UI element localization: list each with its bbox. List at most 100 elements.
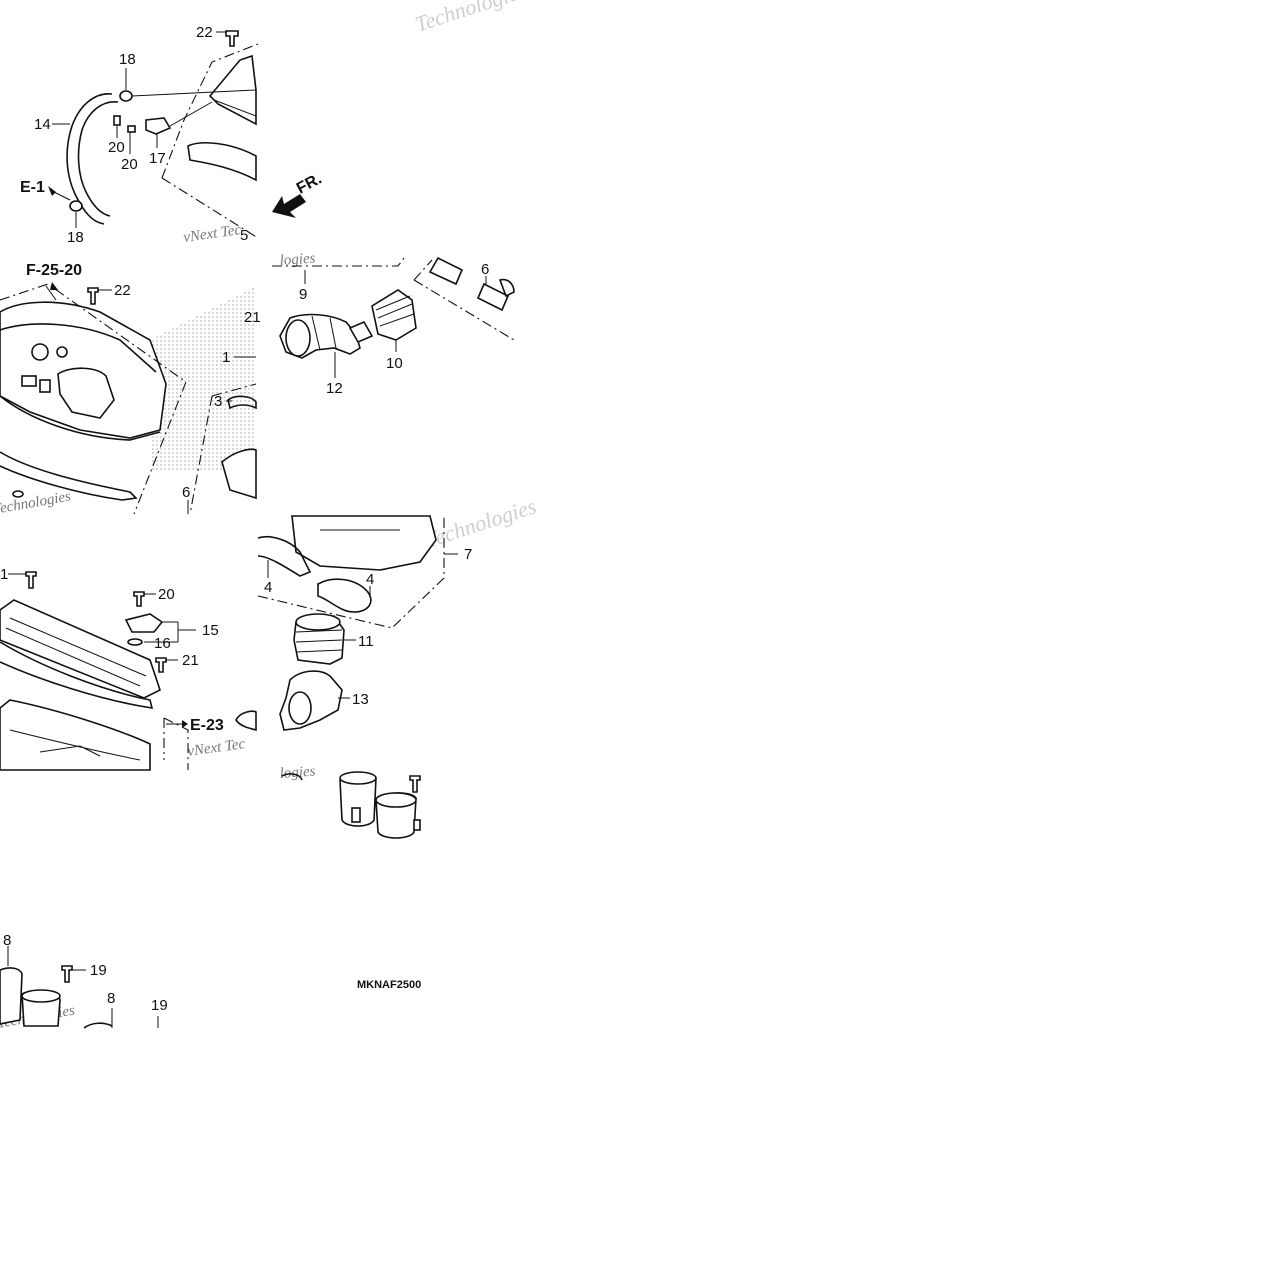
cover-ridge [0, 323, 157, 373]
callout-8: 8 [107, 990, 115, 1007]
case-corner [498, 278, 515, 298]
callout-19: 19 [90, 962, 107, 979]
breather-hose-inner [77, 101, 119, 217]
assembly-outline [272, 257, 405, 267]
shading [150, 286, 256, 470]
cover-window [57, 367, 115, 419]
watermark-text: logies [279, 764, 316, 782]
tile-tube-detail: 8 19 8 19 [0, 932, 168, 1029]
tube-rim [21, 989, 61, 1003]
watermark-text: vNext Tec [182, 222, 242, 246]
duct-rib [311, 315, 321, 351]
tube-rim [375, 792, 417, 808]
assembly-outline [211, 383, 257, 397]
watermark-text: Technologies [412, 0, 529, 37]
filter-pleat [5, 627, 141, 687]
cover-fitting [31, 343, 49, 361]
front-direction-label: FR. [294, 170, 325, 197]
intake-duct [279, 313, 361, 359]
callout-20: 20 [158, 586, 175, 603]
hose-clamp [69, 200, 83, 212]
front-direction-arrow-icon [272, 194, 306, 218]
seal-ring [257, 536, 312, 577]
filter-pleat [9, 617, 147, 677]
callout-8: 8 [3, 932, 11, 949]
watermark-text: logies [279, 251, 316, 269]
case-detail [9, 729, 141, 761]
connecting-tube [0, 967, 23, 1025]
funnel-edge [235, 710, 257, 732]
duct-connector [348, 320, 374, 344]
case-detail [39, 745, 101, 757]
assembly-outline [161, 43, 259, 179]
cover-gasket [0, 451, 138, 501]
assembly-outline [413, 259, 433, 281]
reference-arrow-icon [48, 186, 56, 196]
reference-arrow-icon [182, 720, 188, 728]
bolt [225, 30, 239, 47]
funnel-ring [295, 629, 343, 633]
filter-frame [0, 641, 154, 709]
rubber-pad [476, 282, 510, 312]
callout-1: 1 [222, 349, 230, 366]
o-ring [127, 638, 143, 646]
duct-mouth [288, 691, 312, 725]
bolt [25, 571, 37, 589]
grommet [12, 490, 24, 498]
air-filter-element [0, 599, 161, 699]
assembly-outline [161, 177, 259, 239]
tile-air-filter: 1 20 15 16 21 E-23 [0, 566, 257, 771]
leader-line [169, 101, 213, 127]
callout-7: 7 [464, 546, 472, 563]
reference-arrow-icon [50, 282, 58, 290]
callout-18: 18 [119, 51, 136, 68]
funnel-ring [375, 295, 411, 311]
tube-rim [339, 771, 377, 785]
callout-20: 20 [121, 156, 138, 173]
bolt [409, 775, 421, 793]
cover-edge [0, 395, 161, 441]
callout-9: 9 [299, 286, 307, 303]
callout-13: 13 [352, 691, 369, 708]
funnel-ring [377, 303, 413, 319]
screw [127, 125, 136, 133]
breather-hose [66, 93, 113, 225]
callout-17: 17 [149, 150, 166, 167]
intake-duct [279, 670, 343, 731]
bolt [87, 287, 99, 305]
leader-line [131, 89, 257, 97]
callout-21: 21 [244, 309, 261, 326]
funnel-ring [295, 639, 343, 643]
callout-6: 6 [182, 484, 190, 501]
intake-air-temperature-sensor [124, 613, 164, 633]
watermark-text: vNext Tec [186, 736, 246, 760]
callout-16: 16 [154, 635, 171, 652]
callout-20: 20 [108, 139, 125, 156]
screw [155, 657, 167, 673]
callout-12: 12 [326, 380, 343, 397]
callout-14: 14 [34, 116, 51, 133]
bolt [61, 965, 73, 983]
air-cleaner-case [0, 699, 151, 771]
callout-1: 1 [0, 566, 8, 583]
air-cleaner-case [221, 448, 257, 500]
reference-e23: E-23 [190, 717, 224, 734]
tube-tab [413, 819, 421, 831]
callout-6: 6 [481, 261, 489, 278]
funnel-rim [295, 613, 341, 631]
callout-11: 11 [358, 633, 374, 650]
cover-bracket [39, 379, 51, 393]
tile-intake-ducts: 9 12 10 6 [272, 256, 515, 397]
callout-4: 4 [366, 571, 374, 588]
watermark-layer: Technologies vNext Tec logies Technologi… [0, 0, 539, 1032]
case-edge [213, 99, 257, 117]
duct-rib [329, 317, 337, 349]
intake-funnel [371, 289, 417, 341]
screw [133, 591, 145, 607]
hose-clamp [119, 90, 133, 102]
watermark-text: Technologies [422, 493, 539, 552]
callout-22: 22 [196, 24, 213, 41]
funnel-ring [379, 313, 415, 327]
breather-joint [145, 117, 172, 135]
